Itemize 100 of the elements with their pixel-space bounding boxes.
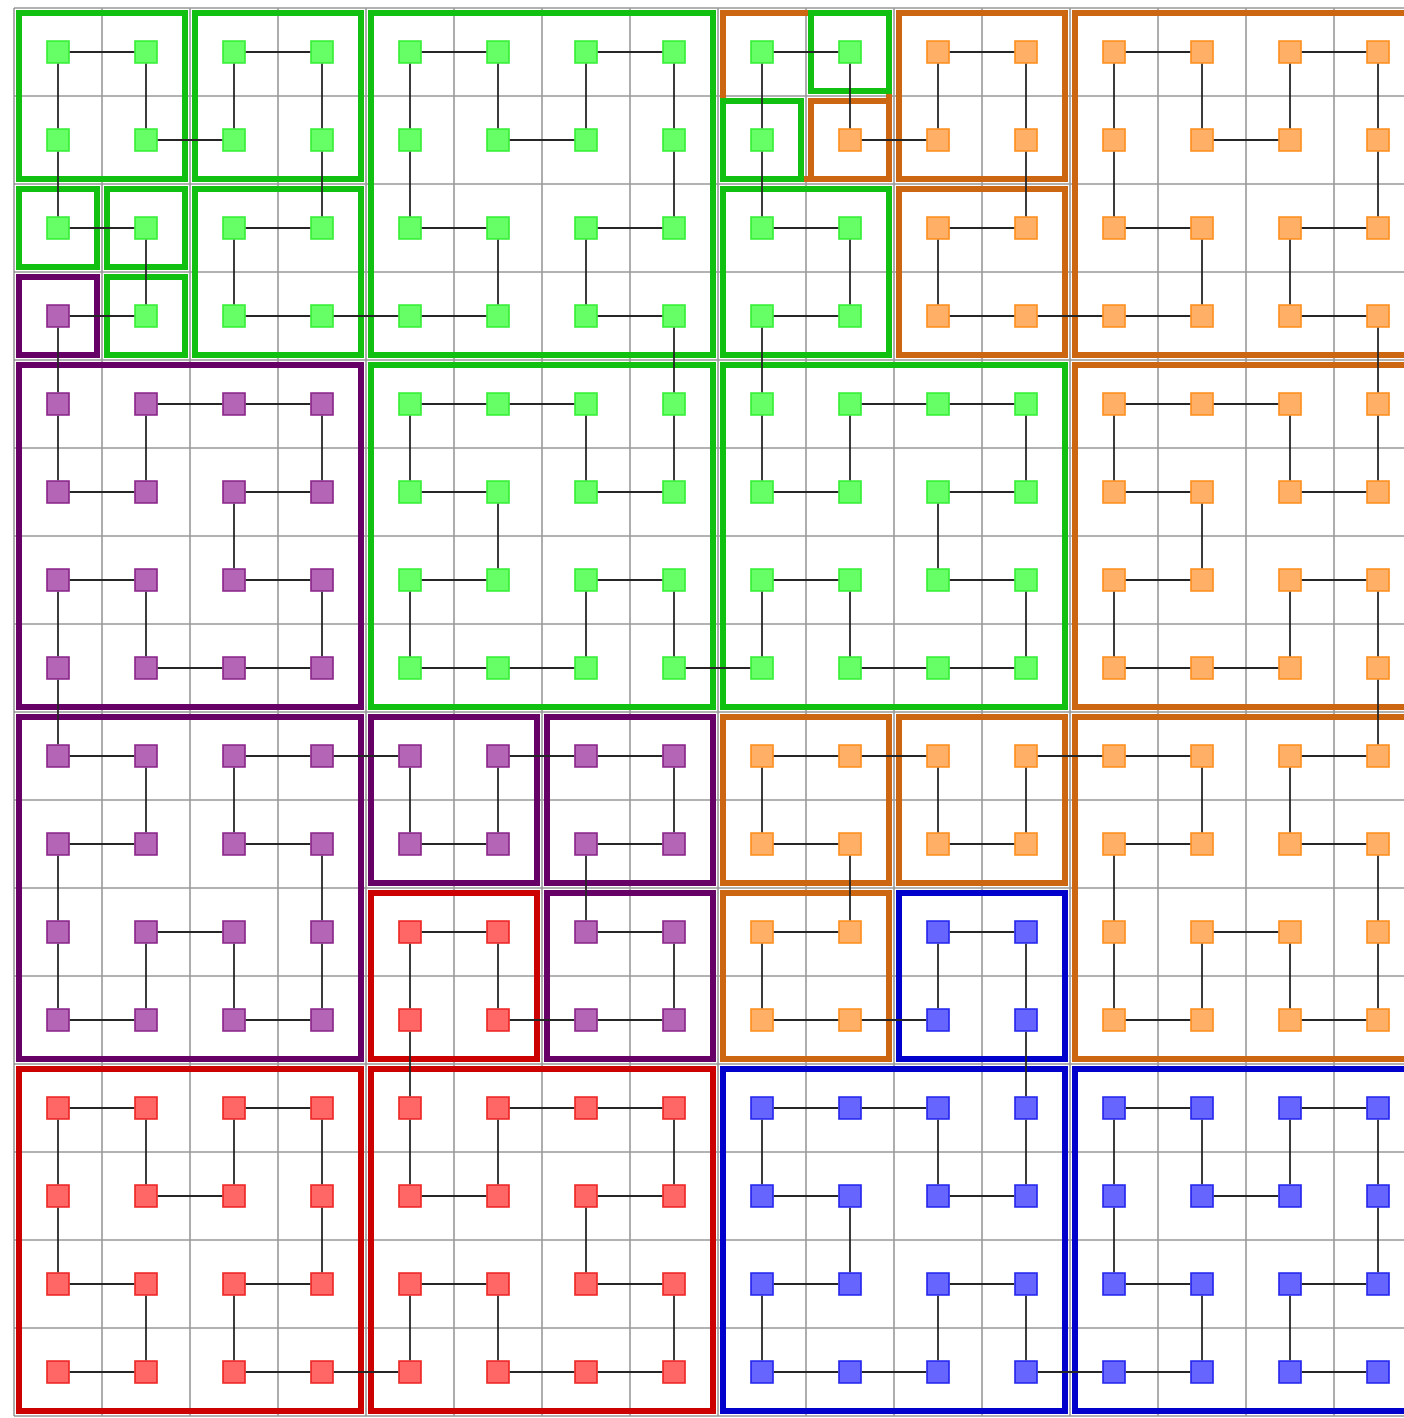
- node-square: [926, 744, 950, 768]
- node-square: [574, 128, 598, 152]
- connector-line: [321, 942, 323, 1010]
- node-square: [574, 656, 598, 680]
- node-square: [222, 1360, 246, 1384]
- connector-line: [156, 403, 224, 405]
- node-square: [1190, 1360, 1214, 1384]
- node-square: [750, 216, 774, 240]
- node-square: [310, 832, 334, 856]
- node-square: [662, 392, 686, 416]
- connector-line: [1289, 766, 1291, 834]
- node-square: [1366, 216, 1390, 240]
- connector-line: [497, 766, 499, 834]
- connector-line: [57, 678, 59, 746]
- node-square: [398, 744, 422, 768]
- connector-line: [860, 139, 928, 141]
- connector-line: [761, 414, 763, 482]
- connector-line: [1124, 227, 1192, 229]
- connector-line: [321, 590, 323, 658]
- connector-line: [596, 1283, 664, 1285]
- node-square: [574, 1272, 598, 1296]
- node-square: [1014, 1184, 1038, 1208]
- connector-line: [156, 1195, 224, 1197]
- connector-line: [772, 843, 840, 845]
- node-square: [310, 656, 334, 680]
- node-square: [1190, 480, 1214, 504]
- node-square: [838, 1008, 862, 1032]
- connector-line: [57, 1206, 59, 1274]
- node-square: [398, 392, 422, 416]
- connector-line: [673, 62, 675, 130]
- connector-line: [761, 150, 763, 218]
- connector-line: [1036, 1371, 1104, 1373]
- connector-line: [409, 942, 411, 1010]
- connector-line: [321, 1206, 323, 1274]
- node-square: [134, 656, 158, 680]
- node-square: [1102, 920, 1126, 944]
- connector-line: [948, 403, 1016, 405]
- node-square: [1102, 40, 1126, 64]
- node-square: [1278, 920, 1302, 944]
- node-square: [398, 832, 422, 856]
- node-square: [750, 392, 774, 416]
- connector-line: [497, 1118, 499, 1186]
- node-square: [750, 568, 774, 592]
- node-square: [398, 1096, 422, 1120]
- connector-line: [1201, 238, 1203, 306]
- node-square: [1366, 1096, 1390, 1120]
- node-square: [1190, 1096, 1214, 1120]
- node-square: [310, 1184, 334, 1208]
- connector-line: [1201, 766, 1203, 834]
- node-square: [926, 392, 950, 416]
- node-square: [574, 1360, 598, 1384]
- node-square: [134, 1360, 158, 1384]
- connector-line: [244, 1371, 312, 1373]
- connector-line: [409, 1030, 411, 1098]
- connector-line: [860, 1371, 928, 1373]
- connector-line: [321, 62, 323, 130]
- node-square: [46, 40, 70, 64]
- connector-line: [772, 1019, 840, 1021]
- connector-line: [772, 51, 840, 53]
- connector-line: [596, 1195, 664, 1197]
- node-square: [222, 1008, 246, 1032]
- connector-line: [420, 51, 488, 53]
- node-square: [926, 1360, 950, 1384]
- node-square: [222, 304, 246, 328]
- connector-line: [761, 62, 763, 130]
- node-square: [46, 920, 70, 944]
- node-square: [750, 744, 774, 768]
- connector-line: [937, 1294, 939, 1362]
- node-square: [1190, 744, 1214, 768]
- node-square: [486, 392, 510, 416]
- node-square: [662, 1096, 686, 1120]
- connector-line: [1113, 942, 1115, 1010]
- node-square: [926, 128, 950, 152]
- connector-line: [596, 315, 664, 317]
- connector-line: [948, 51, 1016, 53]
- node-square: [662, 744, 686, 768]
- connector-line: [1377, 590, 1379, 658]
- connector-line: [596, 1019, 664, 1021]
- node-square: [1190, 304, 1214, 328]
- connector-line: [1212, 403, 1280, 405]
- node-square: [46, 1008, 70, 1032]
- node-square: [662, 568, 686, 592]
- connector-line: [57, 414, 59, 482]
- connector-line: [420, 315, 488, 317]
- node-square: [574, 304, 598, 328]
- connector-line: [68, 1371, 136, 1373]
- connector-line: [420, 1195, 488, 1197]
- node-square: [662, 920, 686, 944]
- node-square: [750, 128, 774, 152]
- node-square: [1014, 216, 1038, 240]
- node-square: [46, 744, 70, 768]
- connector-line: [497, 502, 499, 570]
- node-square: [1190, 128, 1214, 152]
- node-square: [1278, 568, 1302, 592]
- connector-line: [761, 1118, 763, 1186]
- connector-line: [585, 590, 587, 658]
- connector-line: [937, 766, 939, 834]
- node-square: [398, 40, 422, 64]
- connector-line: [508, 403, 576, 405]
- node-square: [1014, 656, 1038, 680]
